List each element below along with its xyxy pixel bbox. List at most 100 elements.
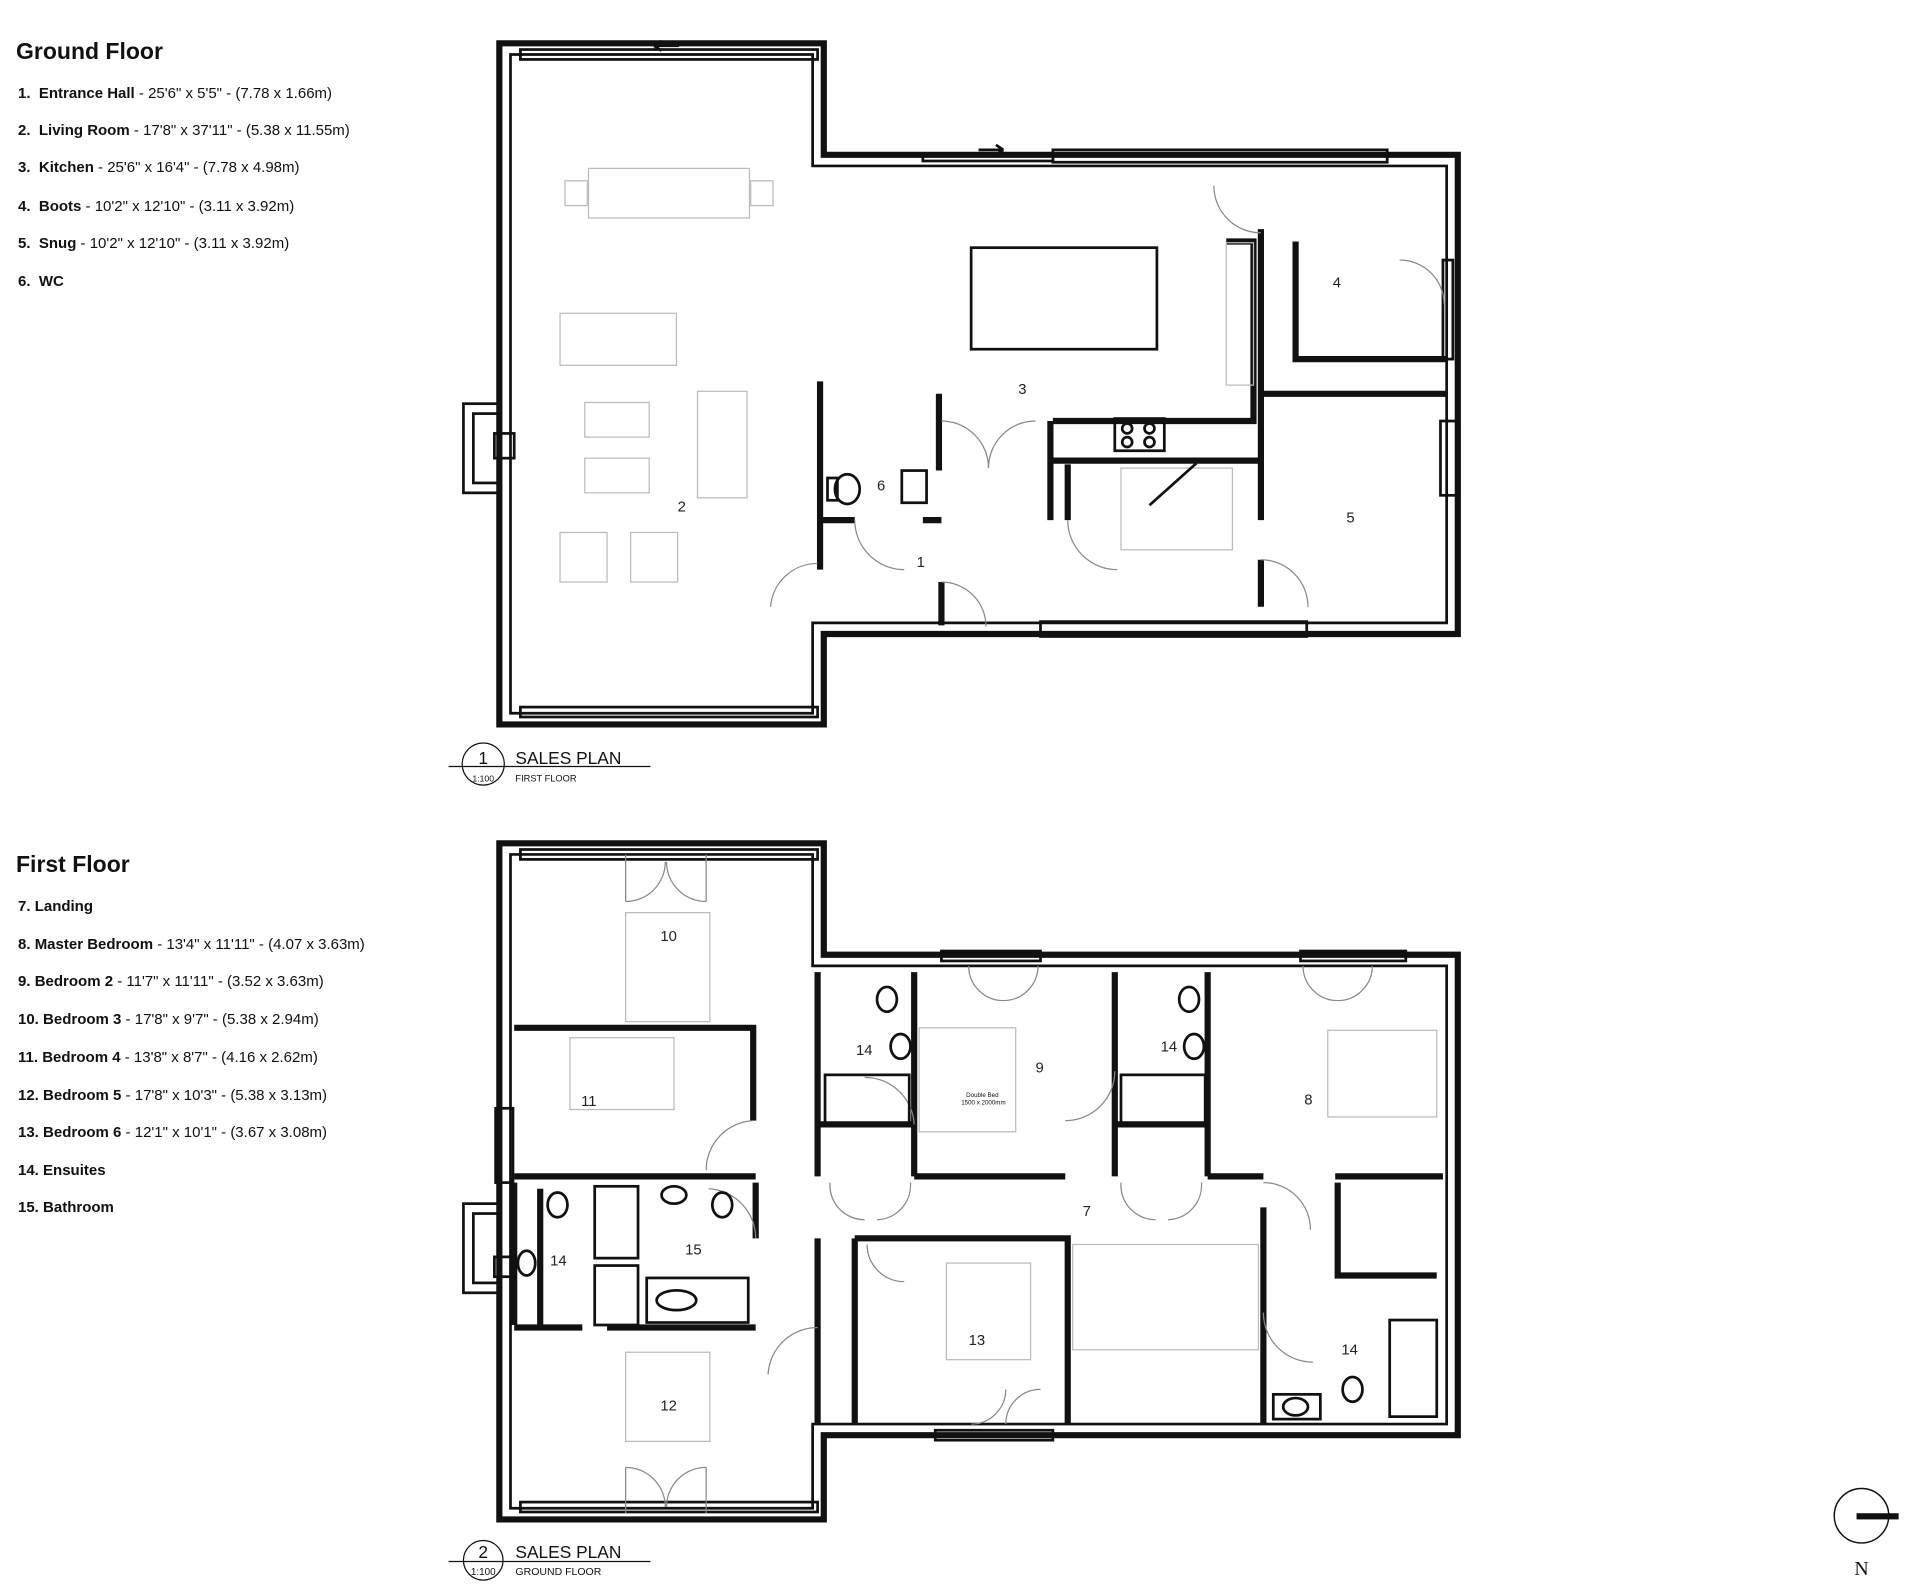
interior-walls <box>816 229 1447 626</box>
room-list-item: 1. Entrance Hall - 25'6" x 5'5" - (7.78 … <box>18 85 332 102</box>
room-number: 2 <box>678 499 686 515</box>
room-number: 14 <box>550 1254 567 1270</box>
first-floor-legend: First Floor 7. Landing 8. Master Bedroom … <box>16 851 365 1216</box>
room-dimensions: - 17'8" x 9'7" - (5.38 x 2.94m) <box>121 1011 319 1028</box>
room-dimensions: - 17'8" x 10'3" - (5.38 x 3.13m) <box>121 1087 328 1104</box>
room-number: 14 <box>856 1043 873 1059</box>
room-list-item: 13. Bedroom 6 - 12'1" x 10'1" - (3.67 x … <box>18 1124 327 1141</box>
room-number: 14. <box>18 1162 39 1179</box>
room-number: 5. <box>18 235 31 252</box>
room-name: Bedroom 2 <box>34 973 114 990</box>
room-name: Kitchen <box>38 159 94 176</box>
room-dimensions: - 13'4" x 11'11" - (4.07 x 3.63m) <box>153 936 365 953</box>
room-list-item: 10. Bedroom 3 - 17'8" x 9'7" - (5.38 x 2… <box>18 1011 319 1028</box>
room-number: 13. <box>18 1124 39 1141</box>
room-name: Ensuites <box>43 1162 106 1179</box>
ground-floor-room-numbers: 1 2 3 4 5 6 <box>678 275 1355 571</box>
room-number: 3 <box>1018 382 1026 398</box>
room-name: Entrance Hall <box>38 85 135 102</box>
room-number: 7 <box>1083 1204 1091 1220</box>
room-name: Bedroom 6 <box>43 1124 122 1141</box>
bed-label: Double Bed <box>966 1092 999 1099</box>
plan-number: 2 <box>478 1542 488 1562</box>
fireplace <box>462 1202 516 1295</box>
room-dimensions: - 10'2" x 12'10" - (3.11 x 3.92m) <box>81 198 295 215</box>
furniture <box>559 167 1255 583</box>
bed-size-label: 1500 x 2000mm <box>961 1100 1005 1107</box>
room-number: 8. <box>18 936 31 953</box>
room-name: Boots <box>38 198 82 215</box>
room-number: 11. <box>18 1049 39 1066</box>
fireplace <box>462 402 516 495</box>
room-number: 11 <box>581 1094 596 1110</box>
windows <box>519 39 1460 719</box>
title-block-1: 1 1:100 SALES PLAN FIRST FLOOR <box>448 742 651 786</box>
ground-floor-heading: Ground Floor <box>16 38 163 64</box>
room-number: 8 <box>1304 1093 1312 1109</box>
room-dimensions: - 25'6" x 16'4" - (7.78 x 4.98m) <box>93 159 300 176</box>
room-number: 7. <box>18 898 31 915</box>
room-dimensions: - 11'7" x 11'11" - (3.52 x 3.63m) <box>113 973 324 990</box>
north-arrow-icon: N <box>1833 1487 1899 1580</box>
room-number: 5 <box>1346 511 1354 527</box>
room-name: Living Room <box>38 122 130 139</box>
room-number: 12 <box>660 1398 677 1414</box>
room-name: WC <box>38 273 64 290</box>
room-name: Bathroom <box>43 1199 114 1216</box>
interior-walls <box>511 972 1443 1425</box>
room-list-item: 4. Boots - 10'2" x 12'10" - (3.11 x 3.92… <box>18 198 294 215</box>
room-dimensions: - 13'8" x 8'7" - (4.16 x 2.62m) <box>120 1049 318 1066</box>
room-name: Master Bedroom <box>34 936 154 953</box>
first-floor-heading: First Floor <box>16 851 130 877</box>
plan-scale: 1:100 <box>471 1567 496 1578</box>
exterior-walls <box>496 840 1461 1523</box>
first-floor-plan: Double Bed 1500 x 2000mm 7 8 9 10 11 12 … <box>448 840 1461 1581</box>
room-list-item: 3. Kitchen - 25'6" x 16'4" - (7.78 x 4.9… <box>18 159 300 176</box>
doors <box>769 185 1445 627</box>
windows <box>494 848 1408 1514</box>
room-list-item: 11. Bedroom 4 - 13'8" x 8'7" - (4.16 x 2… <box>18 1049 318 1066</box>
plan-number: 1 <box>478 748 488 768</box>
room-name: Bedroom 3 <box>43 1011 122 1028</box>
room-dimensions: - 17'8" x 37'11" - (5.38 x 11.55m) <box>129 122 350 139</box>
doors <box>625 854 1373 1514</box>
furniture <box>516 912 1439 1443</box>
room-number: 1. <box>18 85 31 102</box>
room-number: 6. <box>18 273 31 290</box>
ground-floor-plan: 1 2 3 4 5 6 1 1:100 SALES PLAN FIRST FLO… <box>448 39 1461 786</box>
room-number: 3. <box>18 159 31 176</box>
room-number: 2. <box>18 122 31 139</box>
plan-subtitle: GROUND FLOOR <box>515 1566 601 1578</box>
room-number: 9 <box>1036 1060 1044 1076</box>
room-number: 6 <box>877 478 885 494</box>
room-number: 4 <box>1333 275 1341 291</box>
room-number: 14 <box>1161 1039 1178 1055</box>
room-dimensions: - 12'1" x 10'1" - (3.67 x 3.08m) <box>121 1124 328 1141</box>
room-dimensions: - 25'6" x 5'5" - (7.78 x 1.66m) <box>134 85 333 102</box>
room-number: 14 <box>1341 1343 1358 1359</box>
room-list-item: 5. Snug - 10'2" x 12'10" - (3.11 x 3.92m… <box>18 235 289 252</box>
room-number: 10. <box>18 1011 39 1028</box>
room-list-item: 12. Bedroom 5 - 17'8" x 10'3" - (5.38 x … <box>18 1087 327 1104</box>
room-name: Snug <box>38 235 77 252</box>
room-number: 13 <box>969 1333 986 1349</box>
bed-annotations: Double Bed 1500 x 2000mm <box>961 1092 1005 1106</box>
room-name: Bedroom 4 <box>42 1049 121 1066</box>
plan-title: SALES PLAN <box>515 1542 621 1562</box>
room-dimensions: - 10'2" x 12'10" - (3.11 x 3.92m) <box>76 235 290 252</box>
room-name: Bedroom 5 <box>43 1087 122 1104</box>
room-number: 9. <box>18 973 31 990</box>
plan-subtitle: FIRST FLOOR <box>515 773 576 783</box>
room-list-item: 8. Master Bedroom - 13'4" x 11'11" - (4.… <box>18 936 365 953</box>
plan-title: SALES PLAN <box>515 748 621 768</box>
exterior-walls <box>496 40 1461 728</box>
room-list-item: 7. Landing <box>18 898 93 915</box>
room-number: 15 <box>685 1242 702 1258</box>
room-number: 15. <box>18 1199 39 1216</box>
room-number: 4. <box>18 198 31 215</box>
room-list-item: 9. Bedroom 2 - 11'7" x 11'11" - (3.52 x … <box>18 973 324 990</box>
room-number: 12. <box>18 1087 39 1104</box>
north-label: N <box>1854 1558 1868 1580</box>
room-list-item: 15. Bathroom <box>18 1199 114 1216</box>
